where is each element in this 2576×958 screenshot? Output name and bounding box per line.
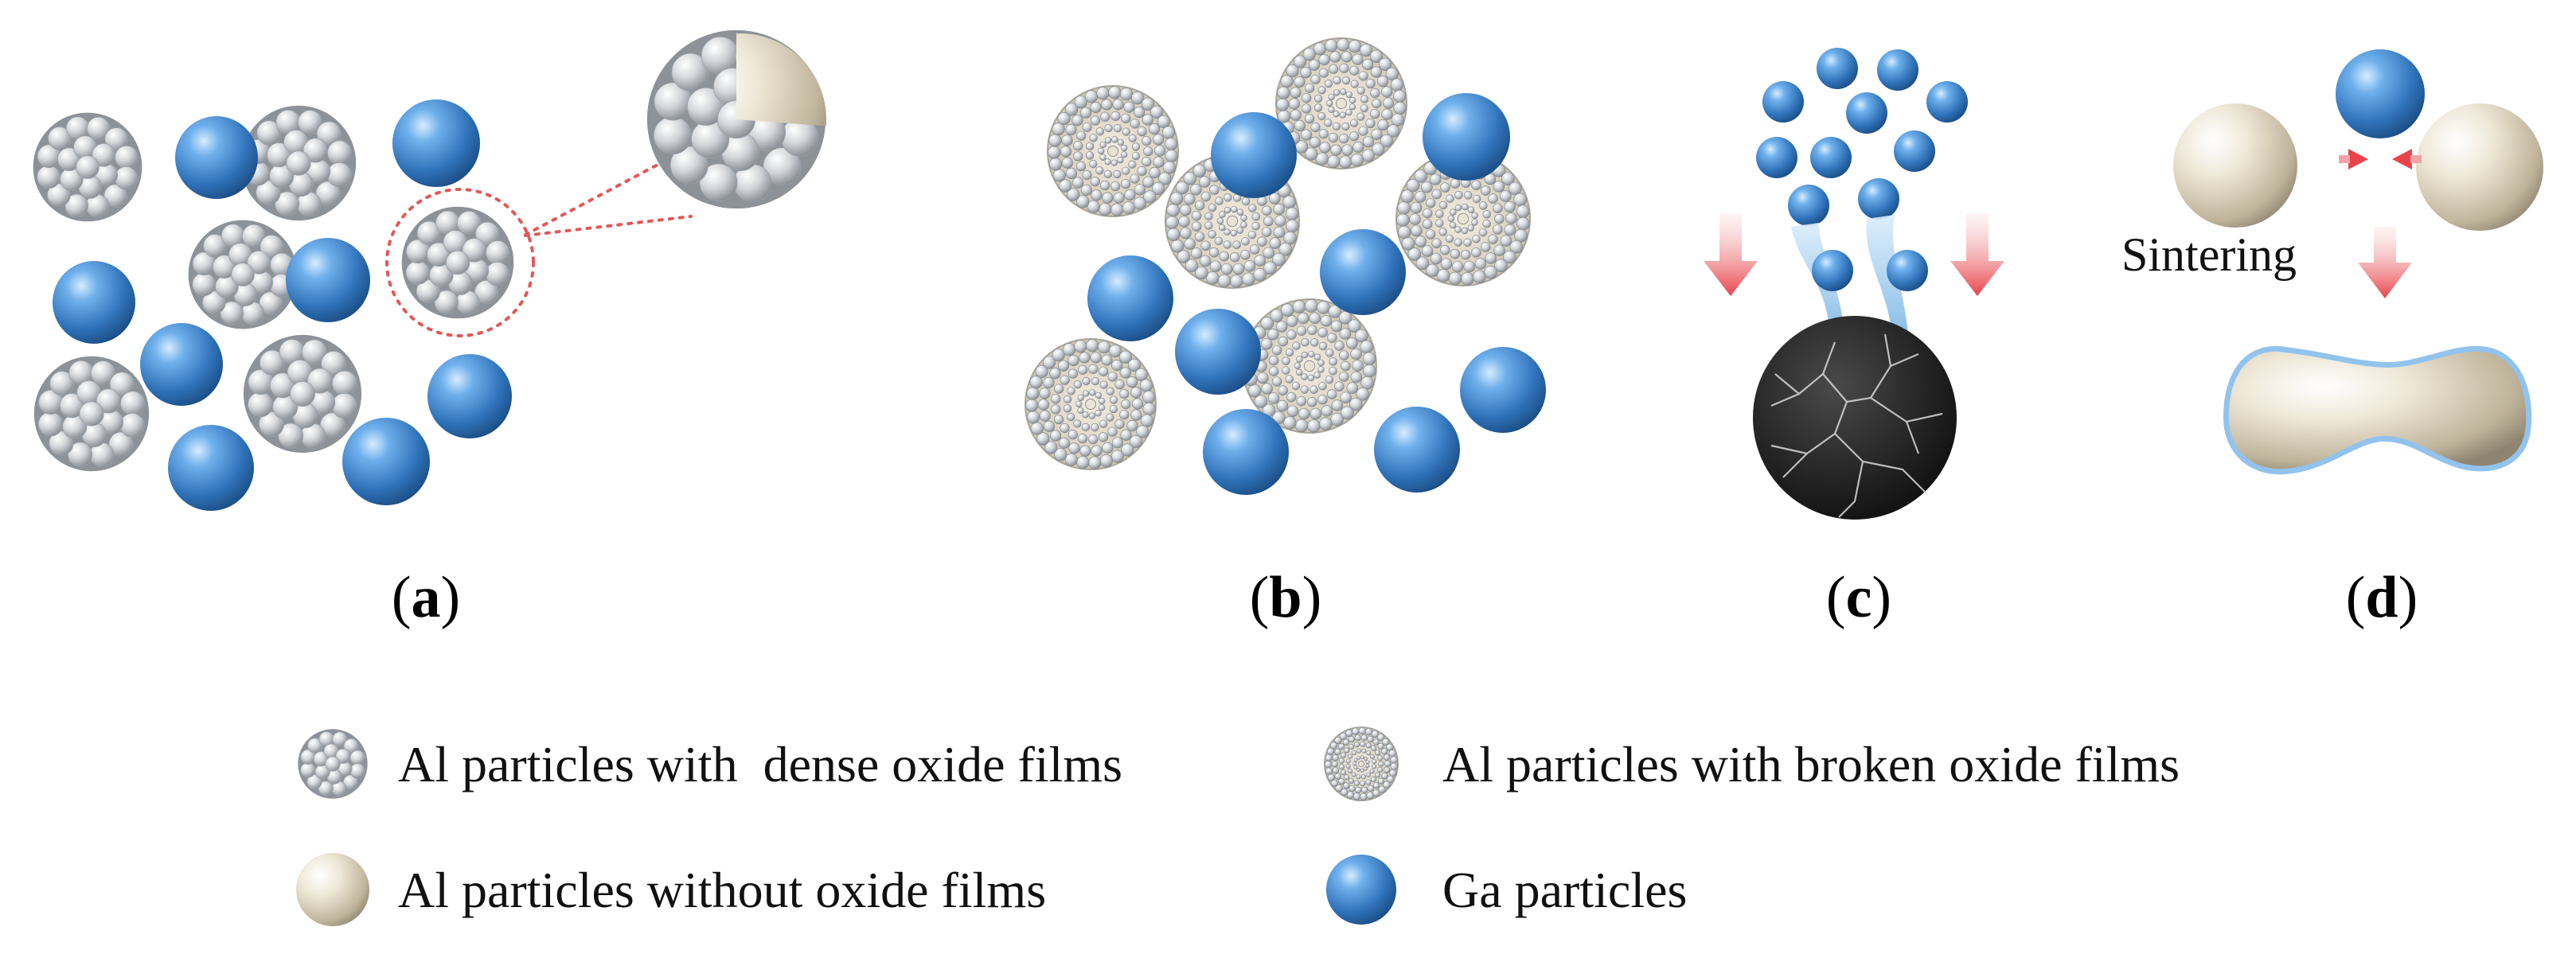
ga-particle — [1926, 81, 1968, 123]
ga-particle-icon — [1326, 855, 1396, 925]
ga-particle — [1762, 81, 1804, 123]
dense-oxide-particle — [188, 220, 298, 329]
broken-oxide-particle — [1242, 298, 1377, 434]
panel-label-a: (a) — [392, 565, 460, 630]
legend-item-dense: Al particles with dense oxide films — [298, 729, 1122, 799]
ga-particle — [53, 261, 135, 344]
ga-particle — [1817, 48, 1858, 89]
dense-oxide-particle — [240, 105, 357, 221]
zoom-callout — [385, 148, 693, 337]
dense-oxide-particle — [243, 334, 362, 454]
ga-particle — [1894, 130, 1935, 172]
ga-particle — [342, 418, 430, 505]
ga-particle — [168, 425, 254, 511]
ga-particle — [1087, 255, 1173, 341]
dense-oxide-particle — [33, 356, 150, 472]
ga-particle — [1846, 92, 1887, 134]
legend-item-broken: Al particles with broken oxide films — [1324, 726, 2180, 801]
ga-particle — [1320, 229, 1406, 315]
broken-oxide-particle — [1395, 151, 1531, 286]
ga-particle — [1858, 178, 1899, 220]
dense-oxide-particle — [33, 112, 142, 222]
ga-particle — [2336, 49, 2425, 138]
ga-particle — [1788, 185, 1829, 226]
ga-particle — [1887, 250, 1928, 291]
ga-particle — [1203, 409, 1289, 495]
panel-d: Sintering — [2121, 49, 2543, 475]
sintered-particle — [2223, 345, 2532, 475]
cutaway-particle — [646, 29, 826, 209]
ga-particle — [1211, 112, 1297, 198]
legend-label: Al particles with dense oxide films — [398, 736, 1122, 792]
legend-item-ga: Ga particles — [1326, 855, 1687, 925]
ga-particle — [1877, 49, 1918, 91]
ga-particle — [1460, 347, 1546, 433]
converging-arrows — [2339, 149, 2422, 169]
broken-oxide-particle-icon — [1324, 726, 1399, 801]
broken-oxide-particle — [1275, 37, 1407, 169]
legend-label: Al particles with broken oxide films — [1442, 736, 2180, 792]
bare-al-core — [736, 33, 826, 127]
cracked-al-particle — [1753, 316, 1957, 520]
panel-b — [1025, 37, 1546, 495]
ga-penetration-stream — [1866, 215, 1909, 342]
ga-particle — [1756, 137, 1797, 178]
legend-label: Ga particles — [1442, 862, 1687, 918]
ga-particle — [1810, 137, 1852, 178]
panel-label-d: (d) — [2346, 565, 2418, 630]
legend-label: Al particles without oxide films — [398, 862, 1046, 918]
ga-particle — [427, 354, 512, 438]
sintering-label: Sintering — [2121, 228, 2297, 281]
ga-particle — [140, 323, 223, 406]
panel-c — [1704, 48, 2004, 520]
dense-oxide-particle-icon — [298, 729, 368, 799]
red-down-arrow — [1950, 213, 2004, 296]
panel-label-b: (b) — [1250, 565, 1321, 630]
red-down-arrow — [1704, 213, 1758, 296]
ga-particle — [1423, 93, 1510, 181]
legend: Al particles with dense oxide films Al p… — [296, 726, 2180, 926]
panel-a — [33, 29, 826, 511]
bare-al-particle-icon — [296, 853, 369, 926]
ga-particle — [286, 238, 370, 322]
ga-particle — [392, 99, 480, 187]
ga-particle — [1812, 250, 1853, 291]
ga-particle — [1374, 407, 1460, 493]
broken-oxide-particle — [1047, 85, 1179, 217]
ga-particle — [175, 116, 258, 199]
red-down-arrow — [2358, 227, 2412, 298]
panel-label-c: (c) — [1826, 565, 1891, 630]
broken-oxide-particle — [1025, 338, 1157, 470]
bare-al-particle — [2416, 103, 2543, 231]
ga-particle — [1175, 309, 1261, 395]
bare-al-particle — [2173, 103, 2297, 228]
legend-item-no-oxide: Al particles without oxide films — [296, 853, 1046, 926]
dense-oxide-particle — [401, 206, 514, 319]
